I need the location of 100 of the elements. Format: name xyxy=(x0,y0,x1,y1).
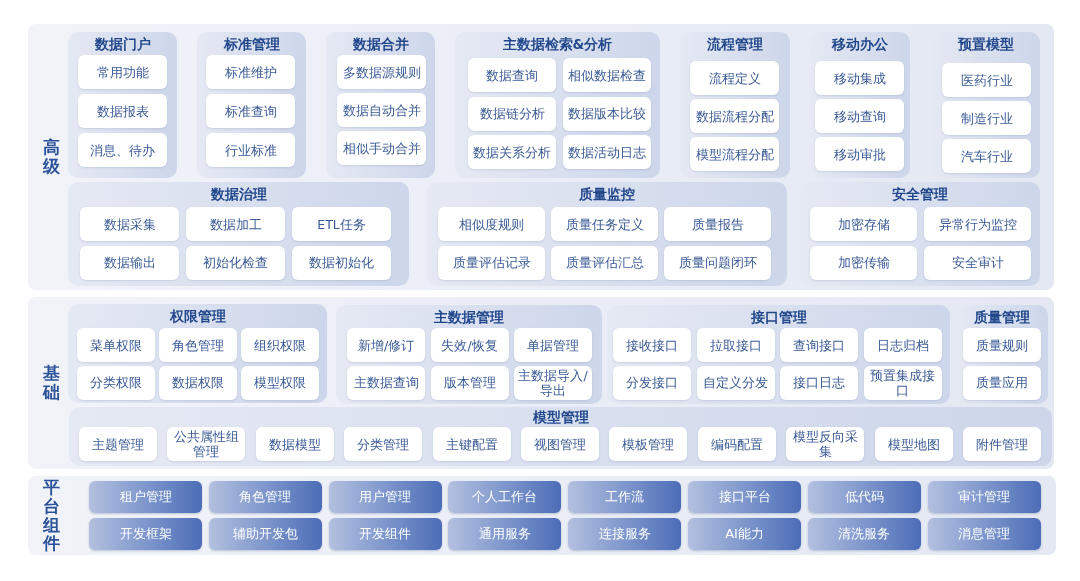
module-panel xyxy=(455,32,660,178)
feature-tile: 初始化检查 xyxy=(186,245,285,280)
layer-panel xyxy=(28,297,1054,469)
feature-tile: 相似手动合并 xyxy=(337,131,426,165)
layer-label: 基础 xyxy=(42,364,60,402)
feature-tile: 加密传输 xyxy=(810,245,917,280)
module-title: 模型管理 xyxy=(532,409,589,425)
feature-tile: 数据活动日志 xyxy=(563,135,651,169)
feature-tile: 标准查询 xyxy=(206,94,295,128)
feature-tile: 单据管理 xyxy=(514,328,592,362)
feature-tile: 异常行为监控 xyxy=(924,207,1031,241)
feature-tile: 查询接口 xyxy=(780,328,858,362)
feature-tile: 数据输出 xyxy=(80,245,179,280)
feature-tile: ETL任务 xyxy=(292,207,391,241)
module-title: 标准管理 xyxy=(223,36,280,52)
feature-tile: 质量报告 xyxy=(664,207,771,241)
feature-tile: 数据流程分配 xyxy=(690,99,779,133)
feature-tile: 自定义分发 xyxy=(696,365,775,400)
module-title: 数据合并 xyxy=(352,36,409,52)
feature-tile: 主键配置 xyxy=(432,427,511,461)
feature-tile: 主题管理 xyxy=(79,427,157,461)
component-tile: 角色管理 xyxy=(208,481,322,513)
feature-tile: 制造行业 xyxy=(942,101,1031,135)
module-title: 质量监控 xyxy=(579,186,635,202)
module-panel xyxy=(336,305,602,404)
feature-tile: 汽车行业 xyxy=(942,139,1031,173)
component-tile: 清洗服务 xyxy=(807,518,921,550)
feature-tile: 质量评估记录 xyxy=(438,245,545,280)
feature-tile: 数据自动合并 xyxy=(337,93,426,127)
component-tile: 辅助开发包 xyxy=(208,518,322,550)
layer-label: 高级 xyxy=(42,138,60,176)
module-panel xyxy=(607,305,950,404)
component-tile: 开发组件 xyxy=(328,518,442,550)
component-tile: 审计管理 xyxy=(927,481,1041,513)
feature-tile: 行业标准 xyxy=(206,133,295,167)
feature-tile: 主数据导入/导出 xyxy=(514,365,592,400)
feature-tile: 菜单权限 xyxy=(77,328,155,362)
module-title: 流程管理 xyxy=(707,36,763,52)
feature-tile: 质量评估汇总 xyxy=(551,245,658,280)
feature-tile: 模板管理 xyxy=(609,427,688,461)
module-panel xyxy=(69,407,1052,466)
feature-tile: 模型反向采集 xyxy=(786,427,865,461)
feature-tile: 分类权限 xyxy=(77,365,155,400)
feature-tile: 预置集成接口 xyxy=(863,365,942,400)
feature-tile: 接收接口 xyxy=(613,328,691,362)
module-panel xyxy=(680,32,790,178)
feature-tile: 模型地图 xyxy=(874,427,953,461)
feature-tile: 新增/修订 xyxy=(347,328,425,362)
module-panel xyxy=(427,182,787,286)
component-tile: 租户管理 xyxy=(89,481,202,513)
component-tile: 工作流 xyxy=(568,481,682,513)
feature-tile: 质量应用 xyxy=(963,365,1041,400)
feature-tile: 组织权限 xyxy=(241,328,319,362)
component-tile: 通用服务 xyxy=(448,518,562,550)
module-title: 数据门户 xyxy=(94,36,151,52)
feature-tile: 公共属性组管理 xyxy=(167,427,246,461)
module-panel xyxy=(197,32,306,178)
feature-tile: 视图管理 xyxy=(521,427,599,461)
feature-tile: 拉取接口 xyxy=(696,328,775,362)
layer-panel xyxy=(28,24,1054,290)
feature-tile: 相似数据检查 xyxy=(563,58,651,92)
module-title: 安全管理 xyxy=(892,186,948,202)
layer-label: 平台组件 xyxy=(42,478,60,553)
feature-tile: 质量任务定义 xyxy=(551,207,658,241)
feature-tile: 数据模型 xyxy=(255,427,334,461)
feature-tile: 主数据查询 xyxy=(347,365,425,400)
feature-tile: 接口日志 xyxy=(780,365,858,400)
feature-tile: 消息、待办 xyxy=(78,133,167,167)
component-tile: 接口平台 xyxy=(688,481,801,513)
module-title: 主数据检索&分析 xyxy=(502,36,613,52)
feature-tile: 数据报表 xyxy=(78,94,167,128)
feature-tile: 加密存储 xyxy=(810,207,917,241)
feature-tile: 数据关系分析 xyxy=(468,135,556,169)
module-title: 权限管理 xyxy=(169,308,226,324)
feature-tile: 模型权限 xyxy=(241,365,319,400)
module-title: 质量管理 xyxy=(974,309,1030,325)
feature-tile: 模型流程分配 xyxy=(690,137,779,171)
feature-tile: 标准维护 xyxy=(206,55,295,89)
component-tile: 个人工作台 xyxy=(448,481,562,513)
feature-tile: 移动审批 xyxy=(815,137,904,171)
feature-tile: 失效/恢复 xyxy=(430,328,509,362)
feature-tile: 日志归档 xyxy=(863,328,942,362)
feature-tile: 相似度规则 xyxy=(438,207,545,241)
component-tile: 消息管理 xyxy=(927,518,1041,550)
feature-tile: 移动查询 xyxy=(815,99,904,133)
feature-tile: 数据版本比较 xyxy=(563,96,651,131)
feature-tile: 分类管理 xyxy=(344,427,423,461)
feature-tile: 版本管理 xyxy=(430,365,509,400)
module-title: 预置模型 xyxy=(957,36,1014,52)
feature-tile: 数据采集 xyxy=(80,207,179,241)
component-tile: 开发框架 xyxy=(89,518,202,550)
feature-tile: 常用功能 xyxy=(78,55,167,89)
module-title: 主数据管理 xyxy=(434,309,504,325)
feature-tile: 安全审计 xyxy=(924,245,1031,280)
feature-tile: 数据查询 xyxy=(468,58,556,92)
module-title: 接口管理 xyxy=(750,309,807,325)
feature-tile: 数据加工 xyxy=(186,207,285,241)
component-tile: AI能力 xyxy=(688,518,801,550)
feature-tile: 流程定义 xyxy=(690,61,779,95)
feature-tile: 分发接口 xyxy=(613,365,691,400)
